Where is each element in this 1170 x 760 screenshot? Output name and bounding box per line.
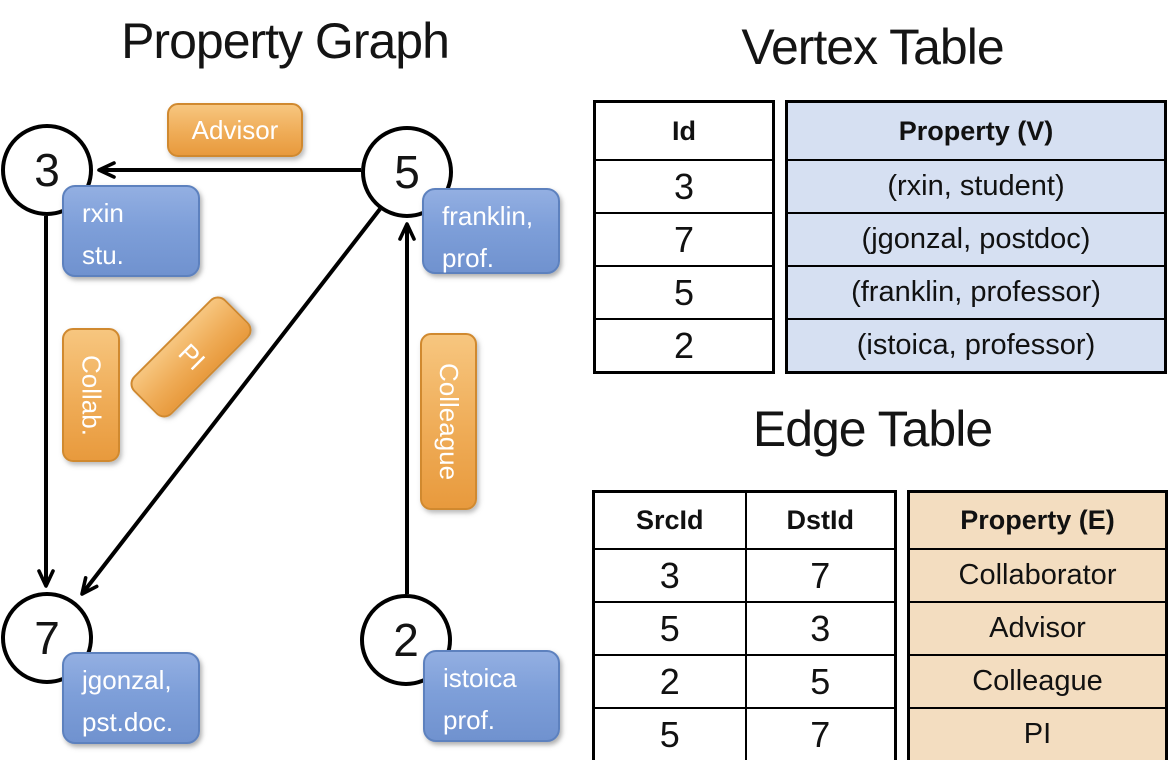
- node-id-label: 7: [34, 612, 60, 664]
- vertex-property-box-2: istoica prof.: [423, 650, 560, 742]
- edge-table: SrcId DstId 3 7 5 3 2 5 5 7 Property (E)…: [592, 490, 1168, 760]
- edge-src-cell: 5: [595, 601, 745, 654]
- property-graph-title: Property Graph: [121, 13, 450, 69]
- edge-label-text: PI: [172, 337, 211, 376]
- vertex-property-line: prof.: [443, 705, 496, 736]
- vertex-id-header: Id: [672, 115, 696, 146]
- vertex-property-line: franklin,: [442, 201, 534, 231]
- vertex-table-id-column: Id 3 7 5 2: [593, 100, 775, 374]
- edge-line-5-to-7: [80, 207, 382, 596]
- vertex-property-cell: (jgonzal, postdoc): [788, 212, 1164, 265]
- graph-node-2: 2: [360, 594, 452, 686]
- vertex-table-title: Vertex Table: [741, 19, 1004, 75]
- vertex-property-box-3: rxin stu.: [62, 185, 200, 277]
- edge-label-collab: Collab.: [62, 328, 120, 462]
- edge-table-property-column: Property (E) Collaborator Advisor Collea…: [907, 490, 1168, 760]
- node-id-label: 5: [394, 146, 420, 198]
- vertex-property-box-5: franklin, prof.: [422, 188, 560, 274]
- vertex-table-property-column: Property (V) (rxin, student) (jgonzal, p…: [785, 100, 1167, 374]
- graph-node-5: 5: [361, 126, 453, 218]
- vertex-property-header: Property (V): [788, 103, 1164, 159]
- edge-label-text: Colleague: [434, 362, 464, 481]
- node-id-label: 3: [34, 144, 60, 196]
- vertex-property-line: stu.: [82, 240, 124, 271]
- edge-property-cell: Advisor: [910, 601, 1165, 654]
- vertex-property-cell: (istoica, professor): [788, 318, 1164, 371]
- vertex-property-line: rxin: [82, 198, 124, 228]
- edge-label-text: Advisor: [191, 114, 279, 145]
- node-id-label: 2: [393, 614, 419, 666]
- edge-table-title: Edge Table: [752, 401, 993, 457]
- edge-src-cell: 5: [595, 707, 745, 760]
- edge-dst-cell: 7: [744, 548, 894, 601]
- vertex-property-line: prof.: [442, 243, 495, 274]
- vertex-property-line: istoica: [443, 663, 517, 693]
- edge-label-advisor: Advisor: [167, 103, 303, 157]
- edge-property-cell: PI: [910, 707, 1165, 760]
- edge-property-cell: Collaborator: [910, 548, 1165, 601]
- edge-label-text: Collab.: [76, 354, 107, 436]
- vertex-id-cell: 5: [596, 265, 772, 318]
- edge-label-colleague: Colleague: [420, 333, 477, 510]
- edge-srcid-header: SrcId: [635, 505, 704, 535]
- vertex-property-box-7: jgonzal, pst.doc.: [62, 652, 200, 744]
- vertex-id-cell: 7: [596, 212, 772, 265]
- graph-edges-layer: [37, 161, 416, 596]
- edge-property-header: Property (E): [910, 493, 1165, 548]
- vertex-id-cell: 3: [596, 159, 772, 212]
- vertex-table: Id 3 7 5 2 Property (V) (rxin, student) …: [593, 100, 1167, 374]
- edge-table-id-columns: SrcId DstId 3 7 5 3 2 5 5 7: [592, 490, 897, 760]
- vertex-id-cell: 2: [596, 318, 772, 371]
- edge-property-cell: Colleague: [910, 654, 1165, 707]
- edge-dst-cell: 7: [744, 707, 894, 760]
- edge-dst-cell: 3: [744, 601, 894, 654]
- edge-src-cell: 2: [595, 654, 745, 707]
- edge-dstid-header: DstId: [744, 493, 895, 548]
- vertex-property-cell: (franklin, professor): [788, 265, 1164, 318]
- vertex-property-line: pst.doc.: [82, 707, 174, 738]
- vertex-property-cell: (rxin, student): [788, 159, 1164, 212]
- edge-src-cell: 3: [595, 548, 745, 601]
- vertex-property-line: jgonzal,: [82, 665, 172, 695]
- edge-dst-cell: 5: [744, 654, 894, 707]
